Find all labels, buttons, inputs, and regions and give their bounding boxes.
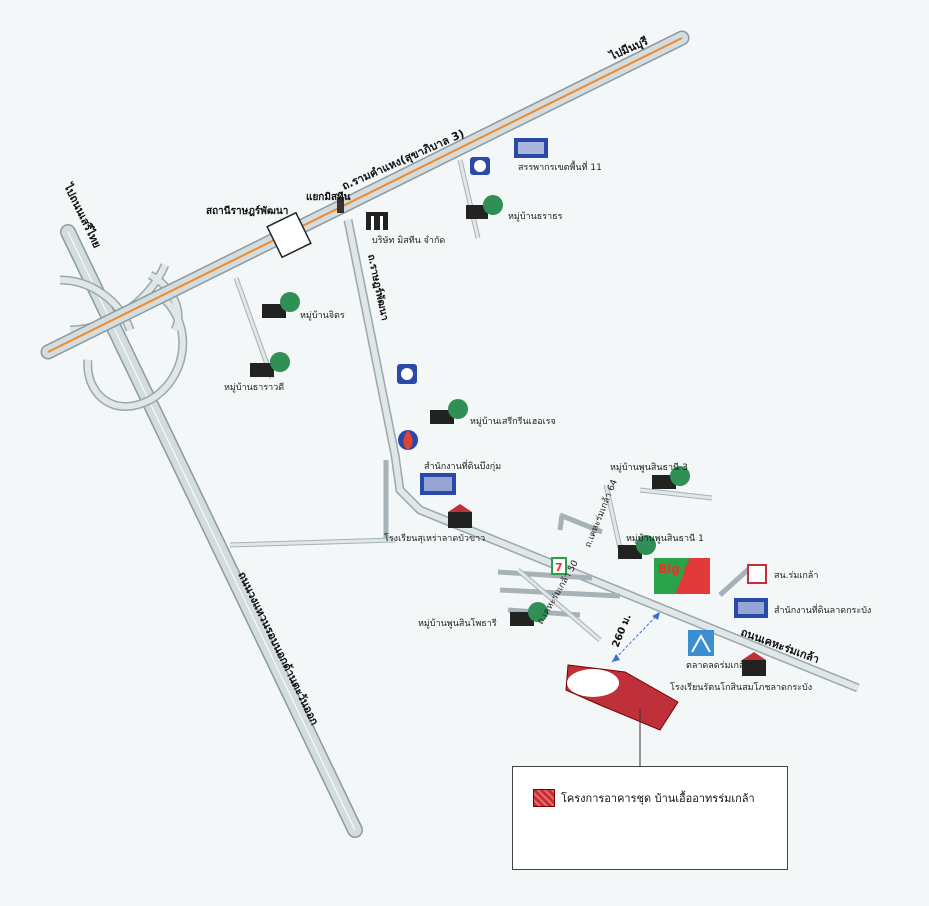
label-village-5: หมู่บ้านพูนสินธานี 3 <box>610 462 688 473</box>
label-school-1: โรงเรียนสุเหร่าลาดบัวขาว <box>384 533 485 544</box>
company-icon <box>366 212 388 230</box>
legend-project-label: โครงการอาคารชุด บ้านเอื้ออาทรร่มเกล้า <box>561 792 755 805</box>
label-district-office: สรรพากรเขตพื้นที่ 11 <box>518 160 602 173</box>
village-icon <box>430 399 468 424</box>
village-icon <box>618 535 656 559</box>
label-company: บริษัท มิสทีน จำกัด <box>372 235 445 246</box>
distance-arrow <box>611 611 661 663</box>
label-school-2: โรงเรียนรัตนโกสินสมโภชลาดกระบัง <box>670 682 812 693</box>
big-c-label: Big C <box>658 562 693 576</box>
school-icon <box>448 504 472 528</box>
ring-road <box>60 224 363 838</box>
project-swatch <box>533 789 555 807</box>
traffic-light-icon <box>337 197 344 213</box>
label-village-7: หมู่บ้านพูนสินโพธารี <box>418 618 497 629</box>
station-box <box>266 211 312 259</box>
legend-box: โครงการอาคารชุด บ้านเอื้ออาทรร่มเกล้า <box>512 766 788 870</box>
main-road <box>40 30 690 360</box>
district-office-icon <box>514 138 548 158</box>
project-plot <box>565 664 679 766</box>
market-icon <box>688 630 714 656</box>
village-icon <box>466 195 503 219</box>
label-intersection: แยกมิสทีน <box>306 191 351 203</box>
label-village-1: หมู่บ้านธราธร <box>508 211 563 222</box>
big-c-icon <box>654 558 710 594</box>
label-land-office-2: สำนักงานที่ดินลาดกระบัง <box>774 603 871 616</box>
label-village-6: หมู่บ้านพูนสินธานี 1 <box>626 533 704 544</box>
redacted-area <box>537 829 665 857</box>
label-police: สน.ร่มเกล้า <box>774 570 818 581</box>
label-village-2: หมู่บ้านจิตร <box>300 310 345 321</box>
ptt-icon <box>398 430 418 450</box>
seven-eleven-icon <box>551 557 567 575</box>
label-land-office: สำนักงานที่ดินบึงกุ่ม <box>424 459 501 472</box>
land-office-icon <box>420 473 456 495</box>
village-icon <box>652 466 690 489</box>
label-village-3: หมู่บ้านธาราวดี <box>224 382 284 393</box>
seven-eleven-label: 7 <box>555 561 563 574</box>
gas-station-icon <box>470 157 490 175</box>
village-icon <box>262 292 300 318</box>
school-icon <box>742 652 766 676</box>
police-icon <box>747 564 767 584</box>
label-village-4: หมู่บ้านเสรีกรีนเฮอเรจ <box>470 416 556 427</box>
label-station: สถานีราษฎร์พัฒนา <box>206 205 288 217</box>
label-market: ตลาดลดร่มเกล้า <box>686 660 749 671</box>
village-icon <box>250 352 290 377</box>
gas-station-icon <box>397 364 417 384</box>
village-icon <box>510 602 548 626</box>
land-office-icon <box>734 598 768 618</box>
